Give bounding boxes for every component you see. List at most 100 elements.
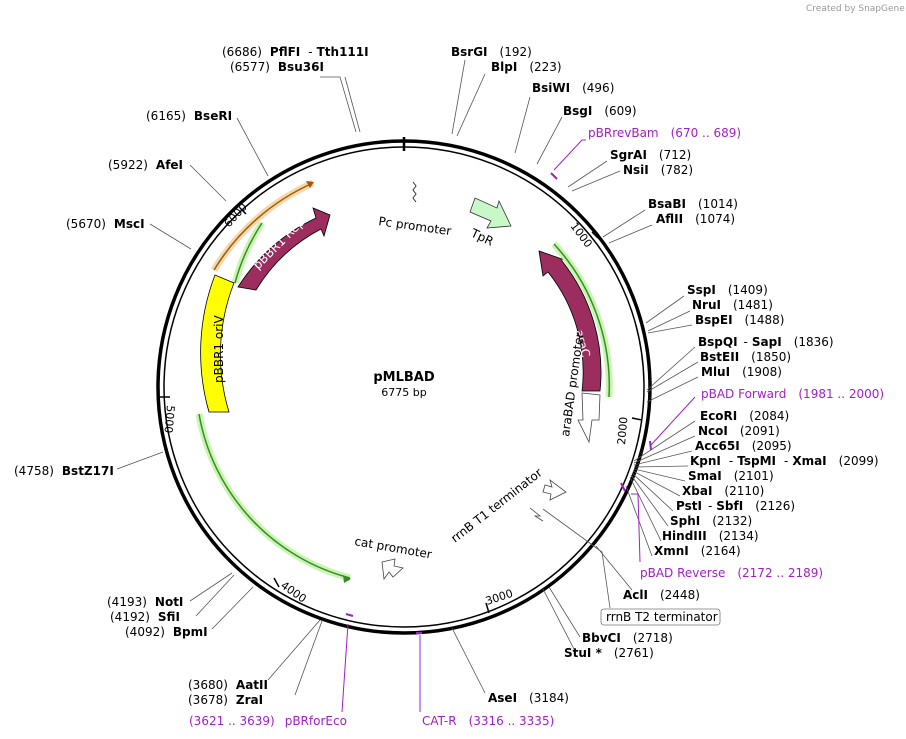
primer-cat-r: CAT-R(3316 .. 3335) <box>422 714 554 728</box>
enzyme-sfii: (4192)SfiI <box>110 610 180 624</box>
enzyme-aflii: AflII(1074) <box>656 212 735 226</box>
brand-text: Created by SnapGene <box>806 4 905 14</box>
enzyme-aatii: (3680)AatII <box>188 678 268 692</box>
leader-nrui <box>647 310 691 332</box>
enzyme-xbai: XbaI(2110) <box>682 484 764 498</box>
enzyme-sgrai: SgrAI(712) <box>610 148 691 162</box>
enzyme-sspi: SspI(1409) <box>687 283 768 297</box>
leader-rrnb-t2 <box>542 508 611 609</box>
leader-bsgi <box>536 116 563 165</box>
leader-bbvci <box>548 586 581 638</box>
enzyme-mlui: MluI(1908) <box>701 365 782 379</box>
enzyme-bsu36i: (6577)Bsu36I <box>230 60 324 74</box>
leader-sgrai <box>567 160 608 188</box>
enzyme-blpi: BlpI(223) <box>491 60 562 74</box>
pbbr1-oriv-feature <box>200 274 235 413</box>
leader-bspqi <box>646 346 696 391</box>
leader-stui <box>542 588 576 652</box>
leader-noti <box>189 572 233 602</box>
primer-lines <box>341 139 696 713</box>
primer-pbrrevbam: pBRrevBam(670 .. 689) <box>588 126 741 140</box>
leader-bsteii <box>646 361 699 393</box>
leader-bsrgi <box>451 59 466 135</box>
leader-acli <box>595 545 633 591</box>
enzyme-pflfi: (6686)PflFI-Tth111I <box>222 45 369 59</box>
leader-bsabi <box>602 209 646 238</box>
plasmid-name: pMLBAD <box>373 370 434 385</box>
leader-bstz17i <box>116 451 164 470</box>
leader-asei <box>451 627 486 694</box>
orf-arcs <box>195 179 613 583</box>
enzyme-ecori: EcoRI(2084) <box>700 409 789 423</box>
enzyme-psti: PstI-SbfI(2126) <box>676 499 795 513</box>
leader-sphi <box>630 474 669 527</box>
tick-2000: 2000 <box>615 416 630 445</box>
tick-6000-mark <box>239 207 247 215</box>
orf-cat <box>198 413 351 579</box>
primer-leader-pbrforeco <box>341 623 349 713</box>
enzyme-stui: StuI *(2761) <box>564 646 654 660</box>
leader-aflii <box>608 224 653 244</box>
enzyme-asei: AseI(3184) <box>488 691 569 705</box>
tpr-arrow <box>469 197 512 229</box>
arac-feature <box>538 250 602 392</box>
enzyme-ncoi: NcoI(2091) <box>698 424 780 438</box>
primer-labels: pBRrevBam(670 .. 689) pBAD Forward(1981 … <box>189 126 884 728</box>
leader-sfii <box>195 574 235 617</box>
enzyme-bsteii: BstEII(1850) <box>700 350 791 364</box>
primer-mark-pbrforeco <box>345 613 354 617</box>
enzyme-sphi: SphI(2132) <box>670 514 752 528</box>
primer-mark-pbad-rev <box>620 482 626 492</box>
enzyme-hindiii: HindIII(2134) <box>662 529 759 543</box>
tick-1000-mark <box>591 231 599 239</box>
leader-lines <box>116 59 699 696</box>
orf-top <box>213 182 314 271</box>
enzyme-bsabi: BsaBI(1014) <box>648 197 738 211</box>
enzyme-afei: (5922)AfeI <box>108 158 183 172</box>
leader-bseri <box>236 117 269 177</box>
rrnb-t1-label: rrnB T1 terminator <box>448 466 545 546</box>
primer-leader-pbad-fwd <box>650 396 696 446</box>
enzyme-msci: (5670)MscI <box>66 217 145 231</box>
rrnb-t2-glyph <box>529 507 544 522</box>
enzyme-bspei: BspEI(1488) <box>695 313 784 327</box>
primer-leader-pbrrevbam <box>553 139 586 171</box>
cat-promoter-label: cat promoter <box>353 534 432 561</box>
tick-5000: 5000 <box>162 405 177 434</box>
enzyme-bseri: (6165)BseRI <box>146 109 232 123</box>
primer-mark-pbrrevbam <box>550 172 558 180</box>
orf-rep <box>234 222 263 284</box>
tick-3000: 3000 <box>484 587 515 608</box>
enzyme-kpni: KpnI-TspMI-XmaI(2099) <box>690 454 879 468</box>
pc-promoter-label: Pc promoter <box>378 214 453 238</box>
primer-pbad-reverse: pBAD Reverse(2172 .. 2189) <box>640 566 823 580</box>
leader-blpi <box>456 73 486 137</box>
leader-bpmi <box>211 586 254 630</box>
leader-psti <box>631 472 674 512</box>
tpr-label: TpR <box>468 226 496 249</box>
enzyme-zrai: (3678)ZraI <box>188 693 263 707</box>
tick-4000-mark <box>273 577 280 588</box>
plasmid-length: 6775 bp <box>381 386 426 399</box>
enzyme-smai: SmaI(2101) <box>688 469 774 483</box>
leader-bspei <box>647 324 693 334</box>
enzyme-nsii: NsiI(782) <box>623 163 693 177</box>
leader-xbai <box>632 470 681 497</box>
leader-aatii <box>267 619 321 681</box>
enzyme-bsgi: BsgI(609) <box>563 104 637 118</box>
enzyme-bbvci: BbvCI(2718) <box>582 631 673 645</box>
leader-ecori <box>633 420 696 462</box>
enzyme-bsrgi: BsrGI(192) <box>451 45 532 59</box>
primer-pbrforeco: (3621 .. 3639)pBRforEco <box>189 714 347 728</box>
leader-zrai <box>294 620 323 696</box>
rrnb-t2-box <box>600 608 721 626</box>
enzyme-xmni: XmnI(2164) <box>654 544 741 558</box>
leader-msci <box>149 223 192 250</box>
enzyme-bspqi: BspQI-SapI(1836) <box>698 335 834 349</box>
enzyme-bsiwi: BsiWI(496) <box>532 81 614 95</box>
leader-sspi <box>645 295 685 324</box>
orf-top-arrow <box>306 181 314 188</box>
cat-promoter-arrow <box>381 558 404 581</box>
leader-nsii <box>571 170 621 192</box>
